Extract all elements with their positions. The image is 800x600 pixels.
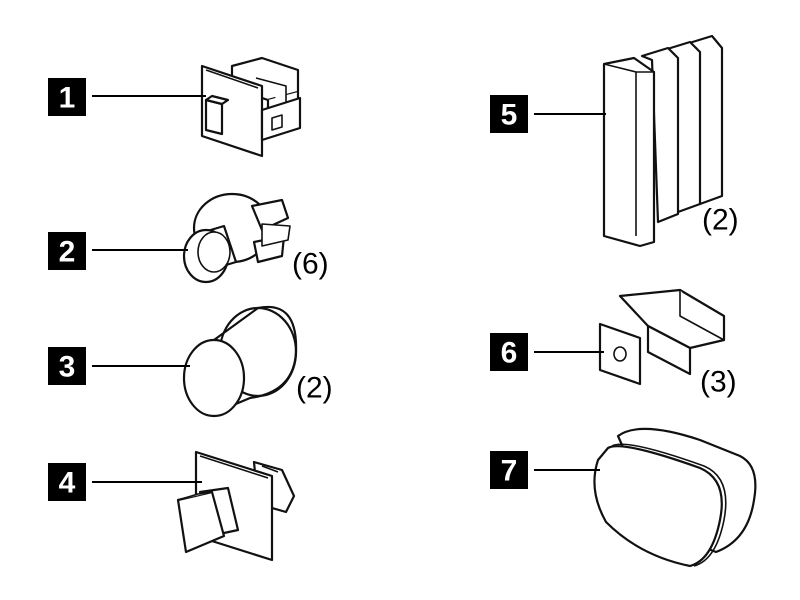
- callout-1: 1: [48, 78, 206, 116]
- part-6-dust-cover-illustration: [598, 288, 726, 386]
- callout-number-1: 1: [59, 82, 76, 115]
- part-2-push-rivet-illustration: [182, 192, 291, 284]
- callout-box-3: [48, 347, 86, 385]
- callout-number-7: 7: [501, 455, 518, 488]
- callout-box-4: [48, 463, 86, 501]
- quantity-label-3: (2): [296, 372, 333, 405]
- callout-number-4: 4: [59, 467, 76, 500]
- callout-number-6: 6: [501, 337, 518, 370]
- callout-number-5: 5: [501, 99, 518, 132]
- quantity-label-5: (2): [702, 204, 739, 237]
- callout-box-7: [490, 451, 528, 489]
- callout-box-1: [48, 78, 86, 116]
- callout-7: 7: [490, 451, 600, 489]
- callout-box-2: [48, 232, 86, 270]
- callout-5: 5 (2): [490, 95, 739, 237]
- callout-4: 4: [48, 463, 202, 501]
- quantity-label-6: (3): [700, 366, 737, 399]
- callout-2: 2 (6): [48, 232, 329, 281]
- part-5-slot-filler-illustration: [602, 34, 724, 248]
- part-7-rubber-plug-illustration: [593, 427, 757, 568]
- callout-box-5: [490, 95, 528, 133]
- part-4-connector-cover-illustration: [176, 450, 296, 562]
- part-1-port-plug-illustration: [200, 56, 302, 158]
- callout-3: 3 (2): [48, 347, 333, 405]
- callout-number-3: 3: [59, 351, 76, 384]
- callout-box-6: [490, 333, 528, 371]
- quantity-label-2: (6): [292, 248, 329, 281]
- part-3-cylinder-cap-illustration: [182, 305, 298, 418]
- callout-6: 6 (3): [490, 333, 737, 399]
- callout-number-2: 2: [59, 236, 76, 269]
